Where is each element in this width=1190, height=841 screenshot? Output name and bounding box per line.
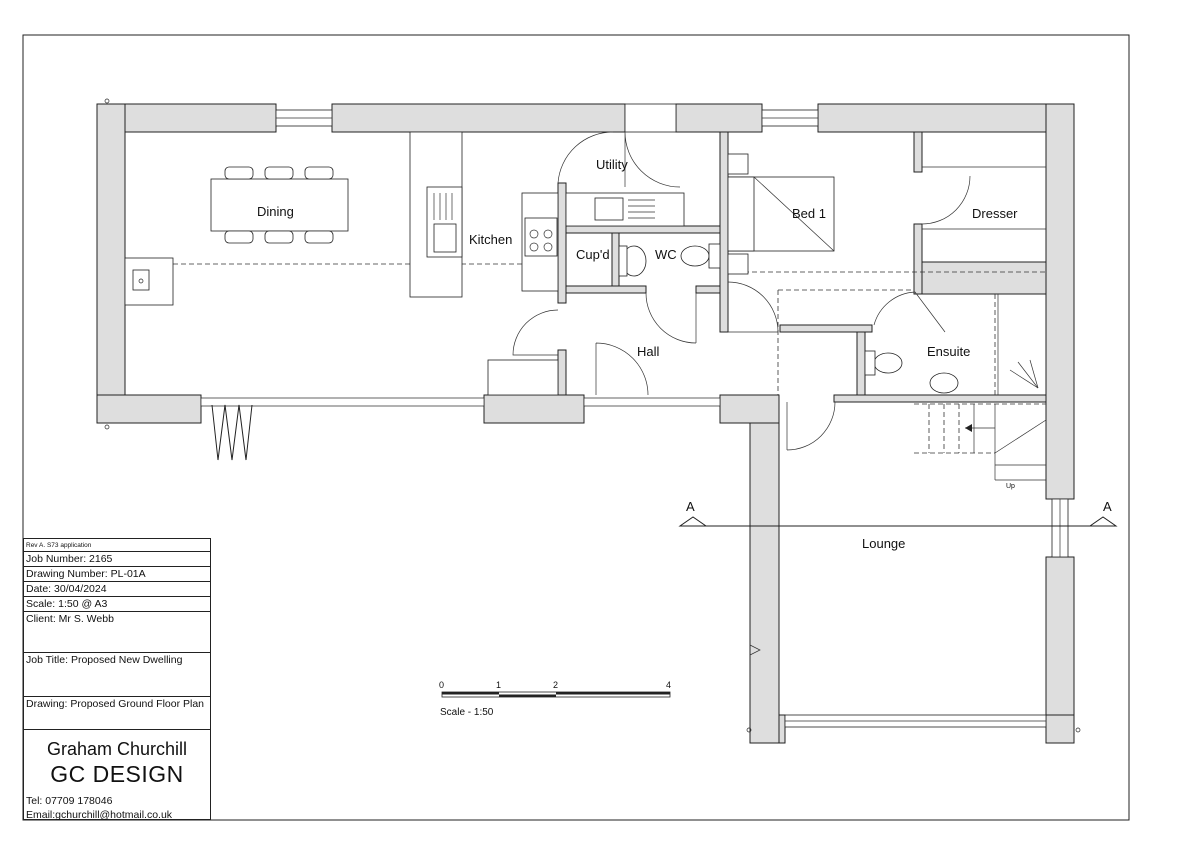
overhead-lines: [125, 263, 1046, 395]
job-title: Job Title: Proposed New Dwelling: [24, 653, 210, 697]
company-name: GC DESIGN: [50, 761, 184, 787]
scale-tick-4: 4: [666, 680, 671, 690]
section-marker-left: A: [686, 499, 695, 514]
internal-walls: [557, 131, 1047, 403]
scale-tick-0: 0: [439, 680, 444, 690]
title-block: Rev A. S73 application Job Number: 2165 …: [23, 538, 211, 822]
room-label-cupd: Cup'd: [576, 247, 610, 262]
room-label-lounge: Lounge: [862, 536, 905, 551]
furniture: [124, 131, 1046, 656]
revision-note: Rev A. S73 application: [24, 539, 210, 552]
staircase: [914, 403, 1047, 481]
client-name: Client: Mr S. Webb: [24, 612, 210, 653]
drawing-date: Date: 30/04/2024: [24, 582, 210, 597]
drawing-title: Drawing: Proposed Ground Floor Plan: [24, 697, 210, 730]
drawing-number: Drawing Number: PL-01A: [24, 567, 210, 582]
windows: [200, 103, 1069, 728]
scale-bar: 0 1 2 4 Scale - 1:50: [439, 680, 671, 718]
room-label-dining: Dining: [257, 204, 294, 219]
grid-markers: [104, 98, 1081, 733]
room-label-ensuite: Ensuite: [927, 344, 970, 359]
contact-email: Email:gchurchill@hotmail.co.uk: [26, 809, 173, 821]
room-label-utility: Utility: [596, 157, 628, 172]
room-labels: Dining Kitchen Utility Cup'd WC Bed 1 Dr…: [257, 157, 1018, 551]
room-label-wc: WC: [655, 247, 677, 262]
door-swings: [512, 131, 971, 451]
section-line: A A: [678, 499, 1118, 527]
scale-tick-1: 1: [496, 680, 501, 690]
scale-tick-2: 2: [553, 680, 558, 690]
section-marker-right: A: [1103, 499, 1112, 514]
job-number: Job Number: 2165: [24, 552, 210, 567]
bifold-doors: [211, 404, 253, 461]
contact-tel: Tel: 07709 178046: [26, 795, 113, 807]
sheet-border: [22, 34, 1130, 821]
room-label-bed1: Bed 1: [792, 206, 826, 221]
scale-caption: Scale - 1:50: [440, 707, 494, 718]
designer-name: Graham Churchill: [46, 739, 188, 759]
external-walls: [96, 103, 1075, 744]
designer-brand: Graham Churchill GC DESIGN Tel: 07709 17…: [24, 730, 210, 822]
room-label-hall: Hall: [637, 344, 660, 359]
drawing-scale: Scale: 1:50 @ A3: [24, 597, 210, 612]
room-label-dresser: Dresser: [972, 206, 1018, 221]
stair-up-label: Up: [1006, 483, 1015, 490]
room-label-kitchen: Kitchen: [469, 232, 512, 247]
